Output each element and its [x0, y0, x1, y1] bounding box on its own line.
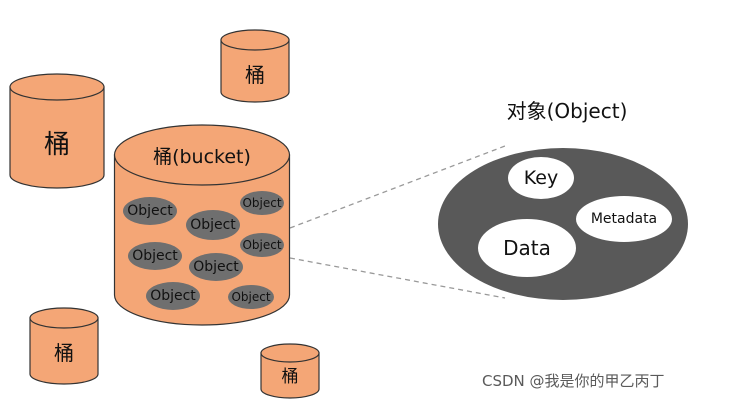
object-chip: Object — [186, 210, 240, 240]
object-chip-label: Object — [127, 203, 173, 219]
object-chip: Object — [128, 242, 182, 270]
bucket-label: 桶 — [44, 130, 70, 160]
key-node-label: Key — [524, 167, 558, 189]
main-bucket-label: 桶(bucket) — [153, 146, 251, 168]
metadata-node: Metadata — [576, 196, 672, 242]
object-chip-label: Object — [231, 290, 270, 304]
object-chip: Object — [228, 285, 274, 309]
connector-line-lower — [289, 257, 506, 299]
object-chip: Object — [189, 253, 243, 281]
object-chip-label: Object — [150, 288, 196, 304]
object-title: 对象(Object) — [507, 99, 628, 123]
bucket-top-center: 桶 — [220, 29, 290, 103]
object-chip-label: Object — [193, 259, 239, 275]
object-chip-label: Object — [242, 238, 281, 252]
object-chip: Object — [240, 233, 284, 257]
bucket-bottom-center: 桶 — [260, 343, 320, 399]
object-chip: Object — [123, 197, 177, 225]
object-chip-label: Object — [190, 217, 236, 233]
key-node: Key — [508, 157, 574, 199]
data-node-label: Data — [503, 236, 551, 260]
bucket-label: 桶 — [245, 63, 265, 87]
object-chip-label: Object — [242, 196, 281, 210]
data-node: Data — [478, 219, 576, 277]
bucket-label: 桶 — [54, 341, 74, 365]
object-chip-label: Object — [132, 248, 178, 264]
connector-line-upper — [289, 145, 506, 229]
object-chip: Object — [240, 191, 284, 215]
bucket-bottom-left: 桶 — [29, 307, 99, 385]
object-chip: Object — [146, 282, 200, 310]
bucket-large-left: 桶 — [9, 73, 105, 189]
bucket-label: 桶 — [282, 367, 299, 387]
watermark: CSDN @我是你的甲乙丙丁 — [482, 372, 665, 390]
metadata-node-label: Metadata — [591, 211, 657, 227]
main-bucket: 桶(bucket)ObjectObjectObjectObjectObjectO… — [113, 124, 291, 326]
